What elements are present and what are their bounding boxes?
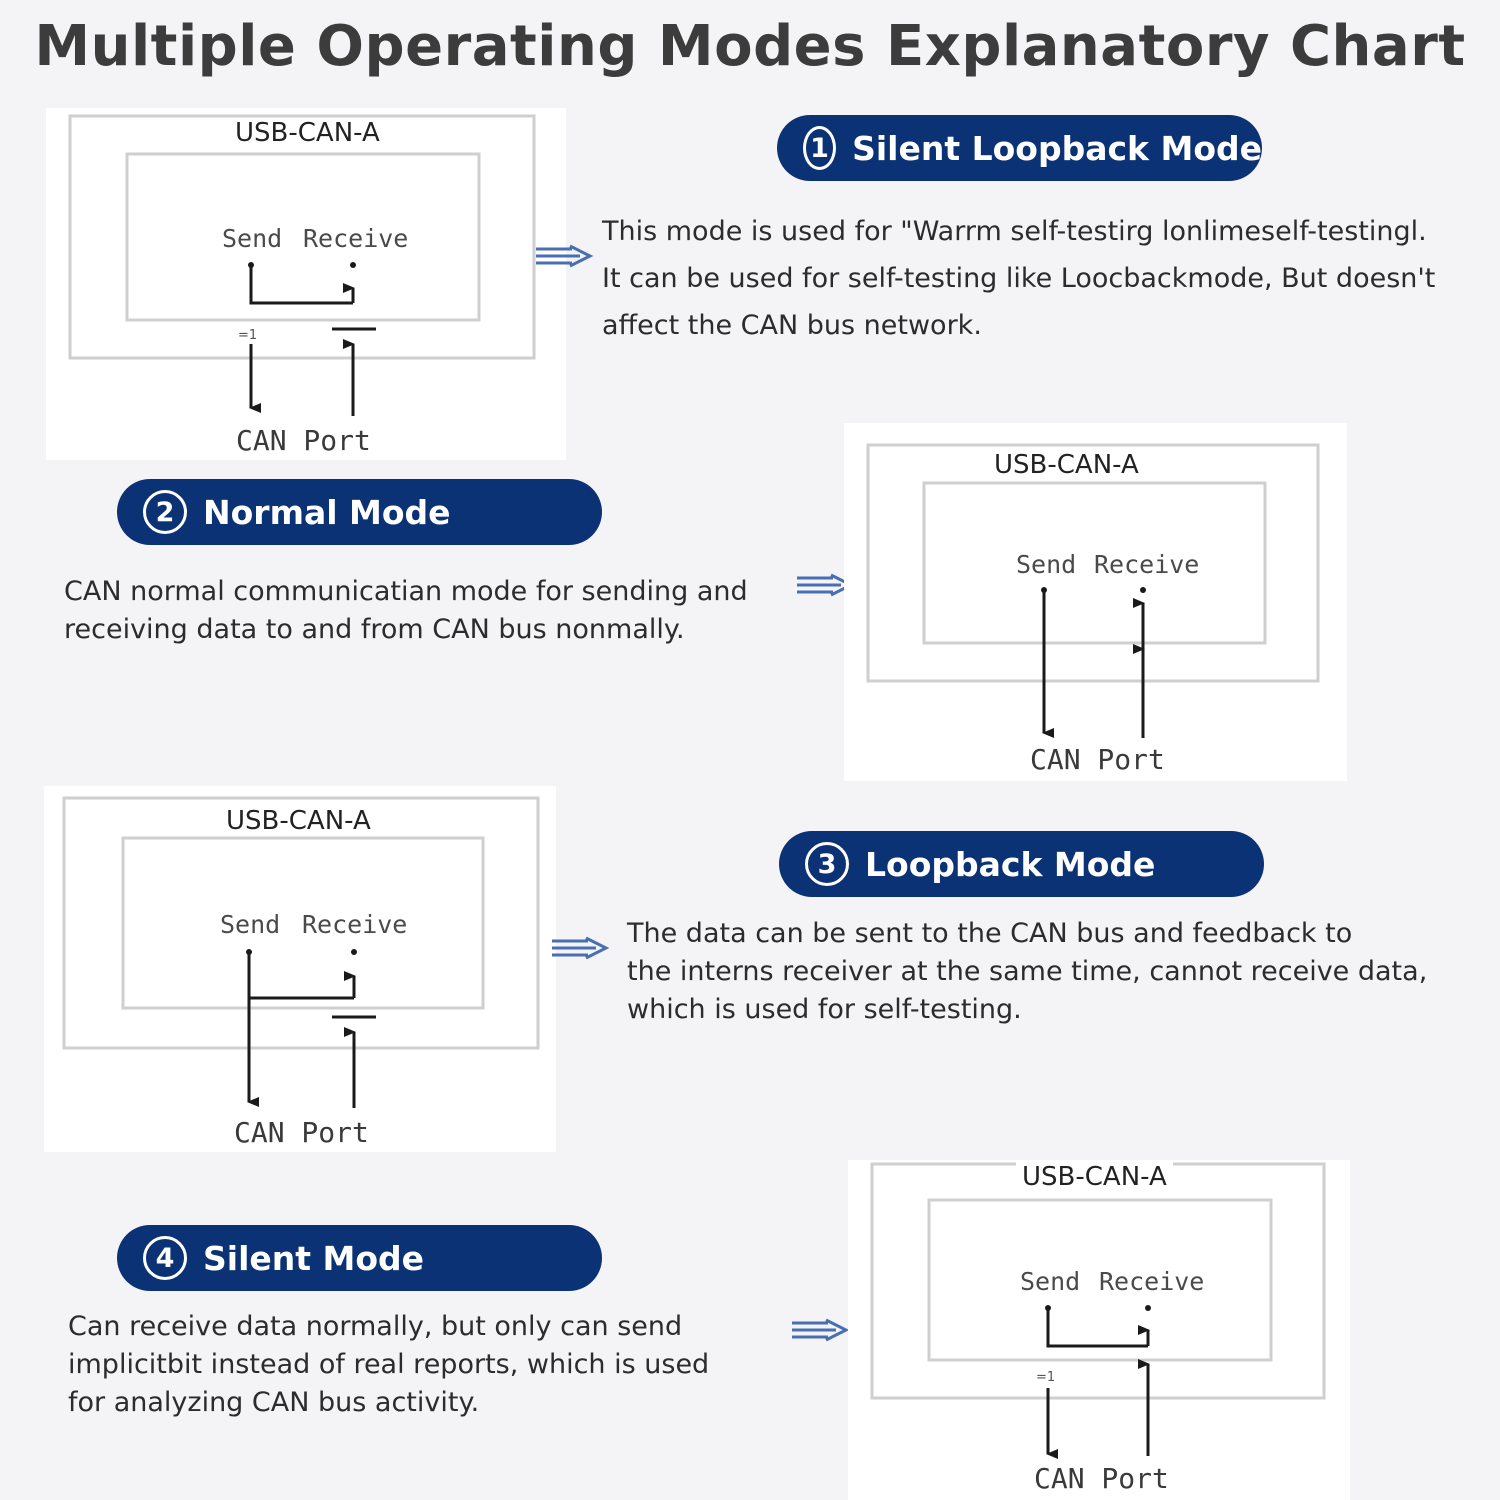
diagram-silent-lines	[870, 1162, 1326, 1459]
device-label: USB-CAN-A	[988, 450, 1145, 480]
diagram-loopback-lines	[62, 796, 540, 1108]
mode-1-number: 1	[803, 126, 837, 170]
send-label: Send	[1016, 550, 1077, 579]
device-label: USB-CAN-A	[220, 806, 377, 836]
mode-4-description: Can receive data normally, but only can …	[68, 1311, 710, 1418]
gate-label: =1	[1036, 1370, 1056, 1385]
mode-3-description: The data can be sent to the CAN bus and …	[627, 918, 1428, 1025]
mode-3-title: Loopback Mode	[865, 844, 1156, 884]
send-label: Send	[220, 910, 281, 939]
mode-2-number: 2	[143, 490, 187, 534]
diagram-silent: USB-CAN-A Send Receive =1 CAN Port	[848, 1160, 1350, 1500]
can-port-label: CAN Port	[234, 1116, 369, 1149]
mode-1-header: 1 Silent Loopback Mode	[777, 115, 1262, 181]
mode-1-title: Silent Loopback Mode	[852, 128, 1262, 168]
diagram-normal: USB-CAN-A Send Receive CAN Port	[844, 423, 1347, 781]
page-title: Multiple Operating Modes Explanatory Cha…	[34, 14, 1466, 79]
receive-label: Receive	[303, 224, 409, 253]
mode-3-number: 3	[805, 842, 849, 886]
send-label: Send	[222, 224, 283, 253]
mode-4-title: Silent Mode	[203, 1238, 425, 1278]
can-port-label: CAN Port	[1034, 1462, 1169, 1495]
receive-label: Receive	[302, 910, 408, 939]
send-label: Send	[1020, 1267, 1081, 1296]
mode-1-description: This mode is used for "Warrm self-testir…	[602, 216, 1436, 341]
diagram-silent-loopback: USB-CAN-A Send Receive =1 CAN Port	[46, 108, 566, 460]
double-arrow-icon	[790, 1317, 850, 1347]
diagram-loopback: USB-CAN-A Send Receive CAN Port	[44, 786, 556, 1152]
gate-label: =1	[238, 328, 258, 343]
mode-4-header: 4 Silent Mode	[117, 1225, 602, 1291]
mode-3-header: 3 Loopback Mode	[779, 831, 1264, 897]
can-port-label: CAN Port	[1030, 743, 1165, 776]
can-port-label: CAN Port	[236, 424, 371, 457]
mode-4-number: 4	[143, 1236, 187, 1280]
double-arrow-icon	[550, 935, 610, 965]
mode-2-title: Normal Mode	[203, 492, 451, 532]
diagram-silent-loopback-lines	[68, 114, 536, 416]
diagram-normal-lines	[866, 443, 1320, 738]
mode-2-header: 2 Normal Mode	[117, 479, 602, 545]
receive-label: Receive	[1094, 550, 1200, 579]
double-arrow-icon	[534, 243, 594, 273]
receive-label: Receive	[1099, 1267, 1205, 1296]
device-label: USB-CAN-A	[229, 118, 386, 148]
device-label: USB-CAN-A	[1016, 1162, 1173, 1192]
mode-2-description: CAN normal communicatian mode for sendin…	[64, 576, 748, 645]
